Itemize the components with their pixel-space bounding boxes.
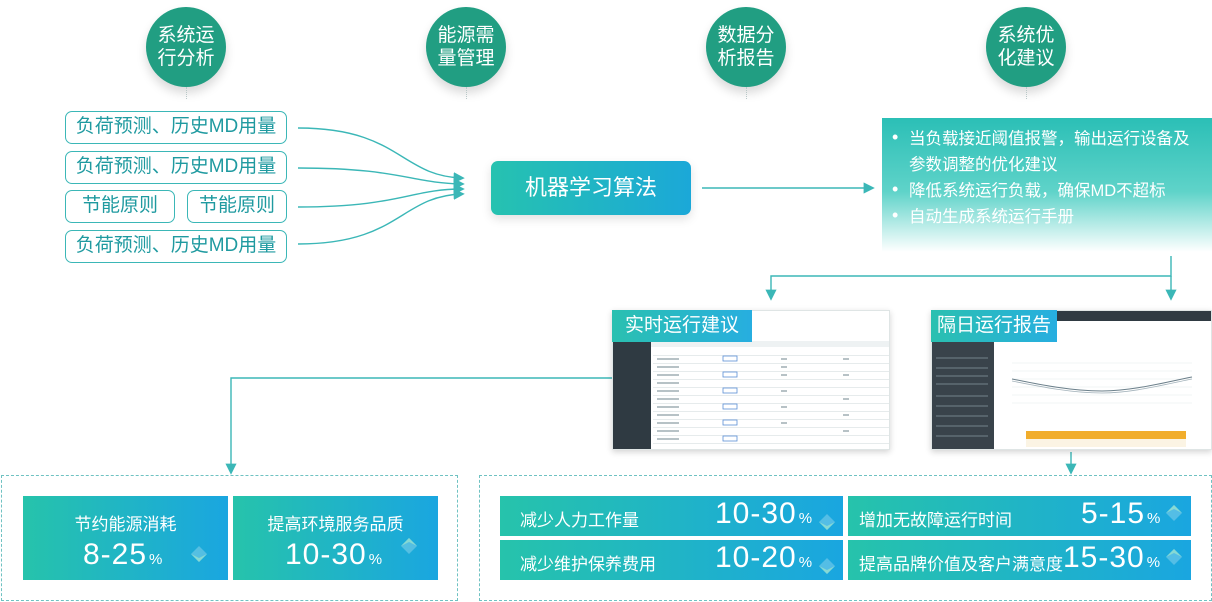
metric-value: 10-30% [285,538,384,571]
phase-circle-data-report: 数据分析报告 [706,7,786,99]
input-energy-principle-left: 节能原则 [65,190,175,223]
metric-label: 增加无故障运行时间 [859,511,1012,530]
metric-save-energy: 节约能源消耗 8-25% [23,496,228,580]
metric-value: 5-15% [1081,497,1162,530]
metric-label: 减少人力工作量 [520,511,639,530]
input-arrow-2 [297,167,465,190]
phase-circle-system-analysis: 系统运行分析 [146,7,226,99]
arrow-down-icon [817,556,837,576]
metric-reduce-maintenance: 减少维护保养费用 10-20% [500,540,843,580]
suggestion-to-realtime-arrow [765,256,1172,301]
phase-label: 数据分析报告 [717,25,775,69]
suggestion-item: 当负载接近阈值报警，输出运行设备及参数调整的优化建议 [892,124,1202,178]
benefits-right-region [479,475,1212,601]
ml-algorithm-box: 机器学习算法 [491,161,691,215]
arrow-up-icon [399,536,419,556]
input-arrow-1 [297,127,465,184]
phase-label: 系统运行分析 [157,25,215,69]
input-load-forecast-3: 负荷预测、历史MD用量 [65,230,287,263]
next-day-report-title: 隔日运行报告 [931,310,1057,342]
suggestion-item: 降低系统运行负载，确保MD不超标 [892,176,1202,204]
metric-label: 减少维护保养费用 [520,555,656,574]
metric-label: 提高环境服务品质 [267,515,404,534]
metric-value: 8-25% [83,538,164,571]
metric-value: 15-30% [1063,541,1162,574]
metric-environment-quality: 提高环境服务品质 10-30% [233,496,438,580]
metric-label: 节约能源消耗 [74,515,177,534]
metric-brand-satisfaction: 提高品牌价值及客户满意度 15-30% [848,540,1191,580]
report-dashboard-mock [932,311,1211,449]
realtime-suggestion-title: 实时运行建议 [612,310,752,342]
arrow-up-icon [1164,547,1184,567]
arrow-down-icon [817,512,837,532]
metric-value: 10-30% [715,497,814,530]
phase-circle-energy-demand: 能源需量管理 [426,7,506,99]
benefits-left-region [1,475,458,601]
input-arrow-3 [297,183,465,208]
input-energy-principle-right: 节能原则 [187,190,287,223]
metric-value: 10-20% [715,541,814,574]
phase-label: 系统优化建议 [997,25,1055,69]
realtime-to-benefits-arrow [225,377,612,475]
phase-circle-optimization: 系统优化建议 [986,7,1066,99]
optimization-suggestions-panel: 当负载接近阈值报警，输出运行设备及参数调整的优化建议 降低系统运行负载，确保MD… [882,118,1212,252]
suggestion-item: 自动生成系统运行手册 [892,202,1202,230]
input-arrow-4 [297,188,465,245]
arrow-up-icon [1164,503,1184,523]
input-load-forecast-2: 负荷预测、历史MD用量 [65,151,287,184]
input-load-forecast-1: 负荷预测、历史MD用量 [65,111,287,144]
metric-reduce-labor: 减少人力工作量 10-30% [500,496,843,536]
metric-label: 提高品牌价值及客户满意度 [859,555,1063,574]
metric-fault-free-time: 增加无故障运行时间 5-15% [848,496,1191,536]
phase-label: 能源需量管理 [437,25,495,69]
arrow-down-icon [189,544,209,564]
